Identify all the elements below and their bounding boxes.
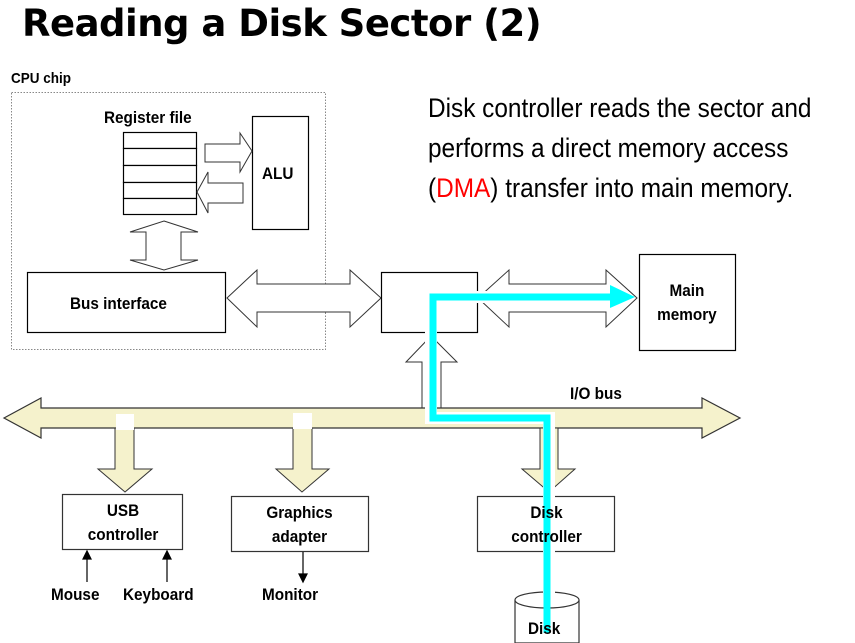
disk-controller-label: Disk controller — [497, 501, 596, 549]
usb-controller-label: USB controller — [78, 499, 168, 547]
main-memory-box — [638, 253, 737, 352]
keyboard-label: Keyboard — [123, 585, 194, 604]
register-file-label: Register file — [104, 108, 192, 127]
caption-line-3-rest: ) transfer into main memory. — [490, 173, 794, 203]
register-file — [122, 131, 198, 216]
io-bus-arrow — [2, 396, 742, 440]
usb-drop-arrow — [96, 427, 154, 493]
disk-label: Disk — [528, 619, 561, 638]
usb-controller-label-line-1: USB — [106, 501, 140, 520]
bus-interface-label: Bus interface — [70, 294, 167, 313]
peripheral-arrows — [82, 549, 308, 584]
dma-highlight: DMA — [436, 173, 491, 203]
slide-caption: Disk controller reads the sector and per… — [428, 88, 811, 208]
dma-arrowhead — [610, 285, 635, 308]
alu-to-regfile-arrow — [196, 171, 244, 214]
graphics-adapter-label: Graphics adapter — [250, 501, 349, 549]
graphics-adapter-label-line-1: Graphics — [266, 503, 333, 522]
graphics-adapter-label-line-2: adapter — [271, 527, 328, 546]
alu-box — [251, 115, 310, 231]
graphics-drop-arrow — [274, 427, 331, 493]
system-bus-arrow — [226, 268, 382, 329]
alu-label: ALU — [262, 164, 294, 183]
caption-paren-open: ( — [428, 173, 437, 203]
regfile-bus-interface-arrow — [129, 220, 199, 271]
main-memory-label: Main memory — [650, 279, 724, 327]
caption-line-3: (DMA) transfer into main memory. — [428, 168, 811, 208]
monitor-label: Monitor — [262, 585, 319, 604]
usb-controller-label-line-2: controller — [87, 525, 159, 544]
slide-title: Reading a Disk Sector (2) — [22, 2, 542, 45]
disk-controller-label-line-2: controller — [511, 527, 582, 546]
bus-interface-box — [26, 271, 227, 334]
regfile-to-alu-arrow — [204, 131, 253, 174]
cpu-chip-label: CPU chip — [11, 70, 72, 87]
main-memory-label-line-2: memory — [657, 305, 717, 324]
disk-controller-label-line-1: Disk — [530, 503, 563, 522]
main-memory-label-line-1: Main — [669, 281, 705, 300]
caption-line-2: performs a direct memory access — [428, 133, 789, 163]
usb-drop-highlight — [116, 414, 134, 430]
cpu-chip-boundary — [11, 92, 326, 350]
dma-path — [425, 285, 635, 633]
graphics-adapter-box — [230, 495, 370, 553]
graphics-drop-highlight — [293, 413, 312, 429]
io-bus-label: I/O bus — [570, 384, 622, 403]
caption-line-1: Disk controller reads the sector and — [428, 93, 812, 123]
mouse-label: Mouse — [51, 585, 100, 604]
usb-controller-box — [61, 493, 184, 551]
